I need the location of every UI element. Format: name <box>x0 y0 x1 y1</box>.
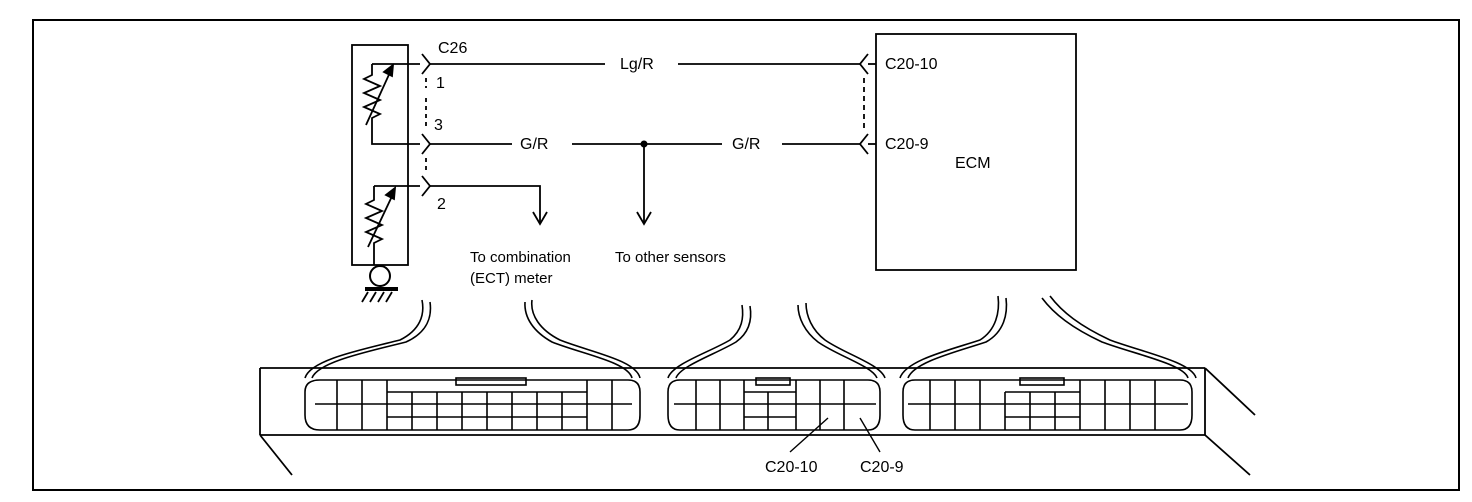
ecm-pin-top-label: C20-10 <box>885 56 938 73</box>
ground-icon <box>361 265 398 303</box>
callout-c20-10-label: C20-10 <box>765 459 818 476</box>
c26-connector-chevrons <box>421 53 432 197</box>
combination-meter-label-line1: To combination <box>470 249 571 266</box>
ecm-connector-3 <box>902 377 1193 431</box>
lower-thermistor-icon <box>363 186 397 254</box>
ecm-connector-c20 <box>667 377 881 431</box>
sensor-housing <box>351 44 409 266</box>
ect-sensor <box>351 44 432 303</box>
sensor-pin-1-label: 1 <box>436 75 445 92</box>
ecm-label: ECM <box>955 155 991 172</box>
wire-color-mid-right: G/R <box>732 136 760 153</box>
ecm-box <box>875 33 1077 271</box>
diagram-frame <box>32 19 1460 491</box>
wire-junction-dot <box>640 140 648 148</box>
other-sensors-label: To other sensors <box>615 249 726 266</box>
sensor-pin-3-label: 3 <box>434 117 443 134</box>
connector-link-curves <box>304 295 1197 379</box>
ecm-connector-body <box>259 367 1256 476</box>
other-sensors-arrow-icon <box>636 211 652 226</box>
callout-leader-c20-9 <box>859 417 881 453</box>
sensor-pin-2-label: 2 <box>437 196 446 213</box>
ecm-connector-1 <box>304 377 641 431</box>
combination-meter-label-line2: (ECT) meter <box>470 270 553 287</box>
upper-thermistor-icon <box>361 63 395 128</box>
sensor-connector-label: C26 <box>438 40 467 57</box>
ecm-unit <box>858 33 1077 271</box>
callout-leader-c20-10 <box>789 417 829 453</box>
combination-meter-arrow-icon <box>532 211 548 226</box>
wire-color-top: Lg/R <box>620 56 654 73</box>
wire-to-combination-meter <box>430 185 541 222</box>
wire-color-mid-left: G/R <box>520 136 548 153</box>
callout-c20-9-label: C20-9 <box>860 459 904 476</box>
ecm-pin-mid-label: C20-9 <box>885 136 929 153</box>
